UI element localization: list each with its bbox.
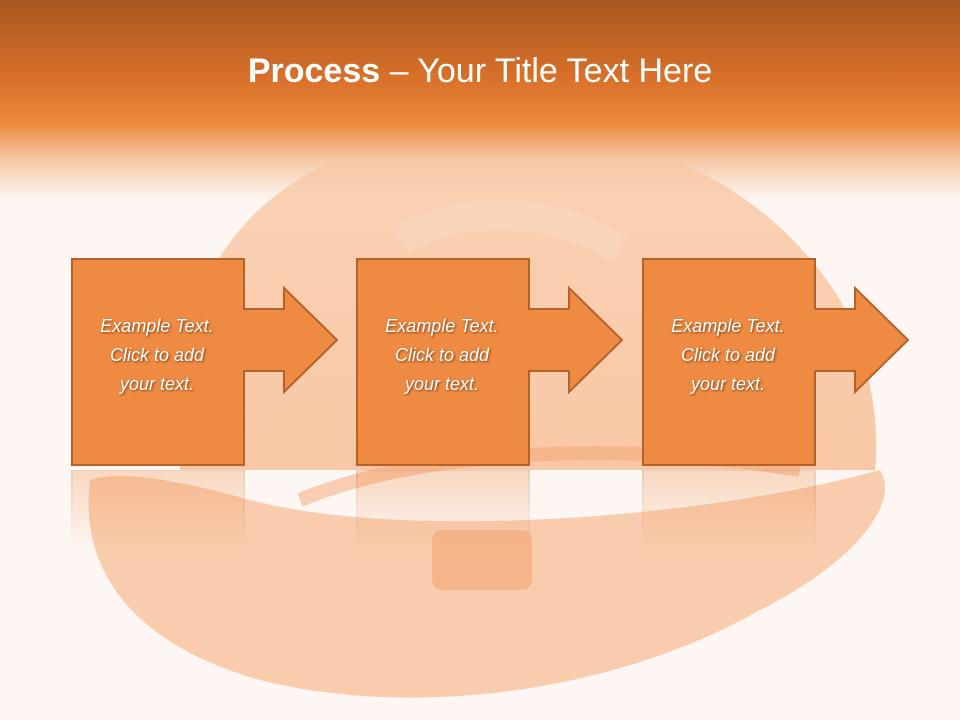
arrow-box-shape: [642, 258, 910, 466]
title-separator: –: [380, 52, 418, 90]
step-reflection: [71, 469, 341, 551]
process-step-1[interactable]: Example Text. Click to add your text.: [71, 258, 341, 468]
step-text: Example Text. Click to add your text.: [671, 316, 785, 394]
step-reflection: [356, 469, 626, 551]
slide-title[interactable]: Process – Your Title Text Here: [0, 52, 960, 91]
arrow-box-shape: [71, 258, 339, 466]
step-text: Example Text. Click to add your text.: [385, 316, 499, 394]
arrow-box-shape: [356, 258, 624, 466]
process-step-3[interactable]: Example Text. Click to add your text.: [642, 258, 912, 468]
title-bold: Process: [247, 52, 381, 90]
step-reflection: [642, 469, 912, 551]
process-step-2[interactable]: Example Text. Click to add your text.: [356, 258, 626, 468]
title-text: Your Title Text Here: [417, 52, 713, 90]
step-text: Example Text. Click to add your text.: [100, 316, 214, 394]
header-band: [0, 0, 960, 200]
